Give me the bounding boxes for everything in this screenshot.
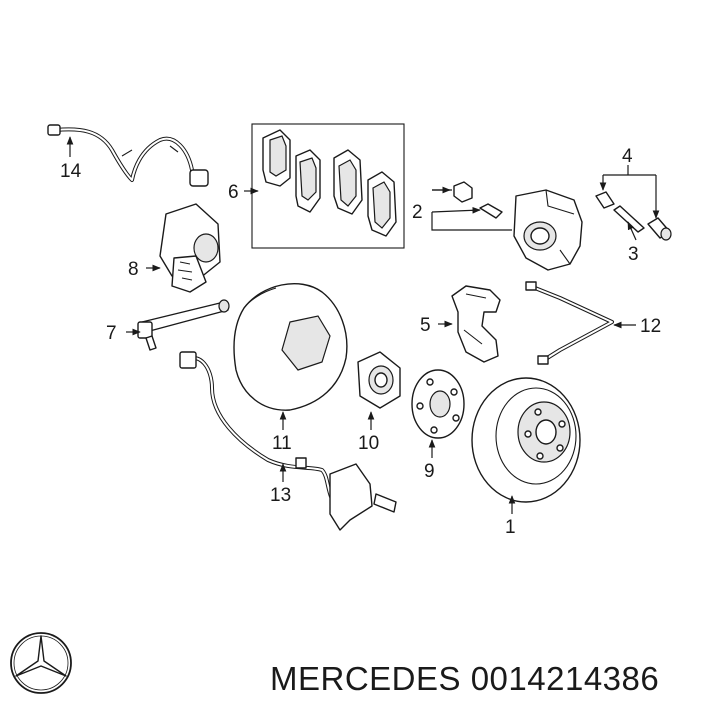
part-6-brake-pads bbox=[251, 123, 405, 249]
callout-8: 8 bbox=[128, 259, 139, 280]
leader-3 bbox=[627, 221, 637, 241]
footer-caption: MERCEDES 0014214386 bbox=[270, 660, 659, 698]
callout-11: 11 bbox=[272, 433, 292, 454]
mercedes-star-icon bbox=[10, 632, 72, 694]
part-14-wear-sensor bbox=[47, 124, 209, 187]
callout-6: 6 bbox=[228, 182, 239, 203]
part-11-dust-shield bbox=[233, 283, 348, 411]
part-13-abs-sensor bbox=[179, 351, 397, 531]
callout-9: 9 bbox=[424, 461, 435, 482]
part-number: 0014214386 bbox=[470, 660, 660, 697]
brand-name: MERCEDES bbox=[270, 660, 462, 697]
callout-2: 2 bbox=[412, 202, 423, 223]
part-4-guide-pins bbox=[595, 191, 672, 241]
callout-12: 12 bbox=[640, 316, 661, 337]
part-12-brake-line bbox=[525, 281, 614, 365]
leader-4 bbox=[599, 165, 660, 219]
callout-3: 3 bbox=[628, 244, 639, 265]
callout-10: 10 bbox=[358, 433, 379, 454]
callout-4: 4 bbox=[622, 146, 633, 167]
part-10-hub bbox=[357, 351, 401, 409]
callout-7: 7 bbox=[106, 323, 117, 344]
leader-2 bbox=[431, 186, 512, 231]
callout-13: 13 bbox=[270, 485, 291, 506]
part-1-brake-disc bbox=[471, 377, 581, 503]
callout-14: 14 bbox=[60, 161, 82, 182]
callout-1: 1 bbox=[505, 517, 516, 538]
part-9-flange bbox=[411, 369, 465, 439]
part-5-bracket bbox=[451, 285, 501, 363]
part-2-caliper bbox=[453, 181, 583, 271]
part-7-bolt bbox=[137, 299, 230, 351]
callout-5: 5 bbox=[420, 315, 431, 336]
part-8-actuator bbox=[159, 203, 221, 293]
